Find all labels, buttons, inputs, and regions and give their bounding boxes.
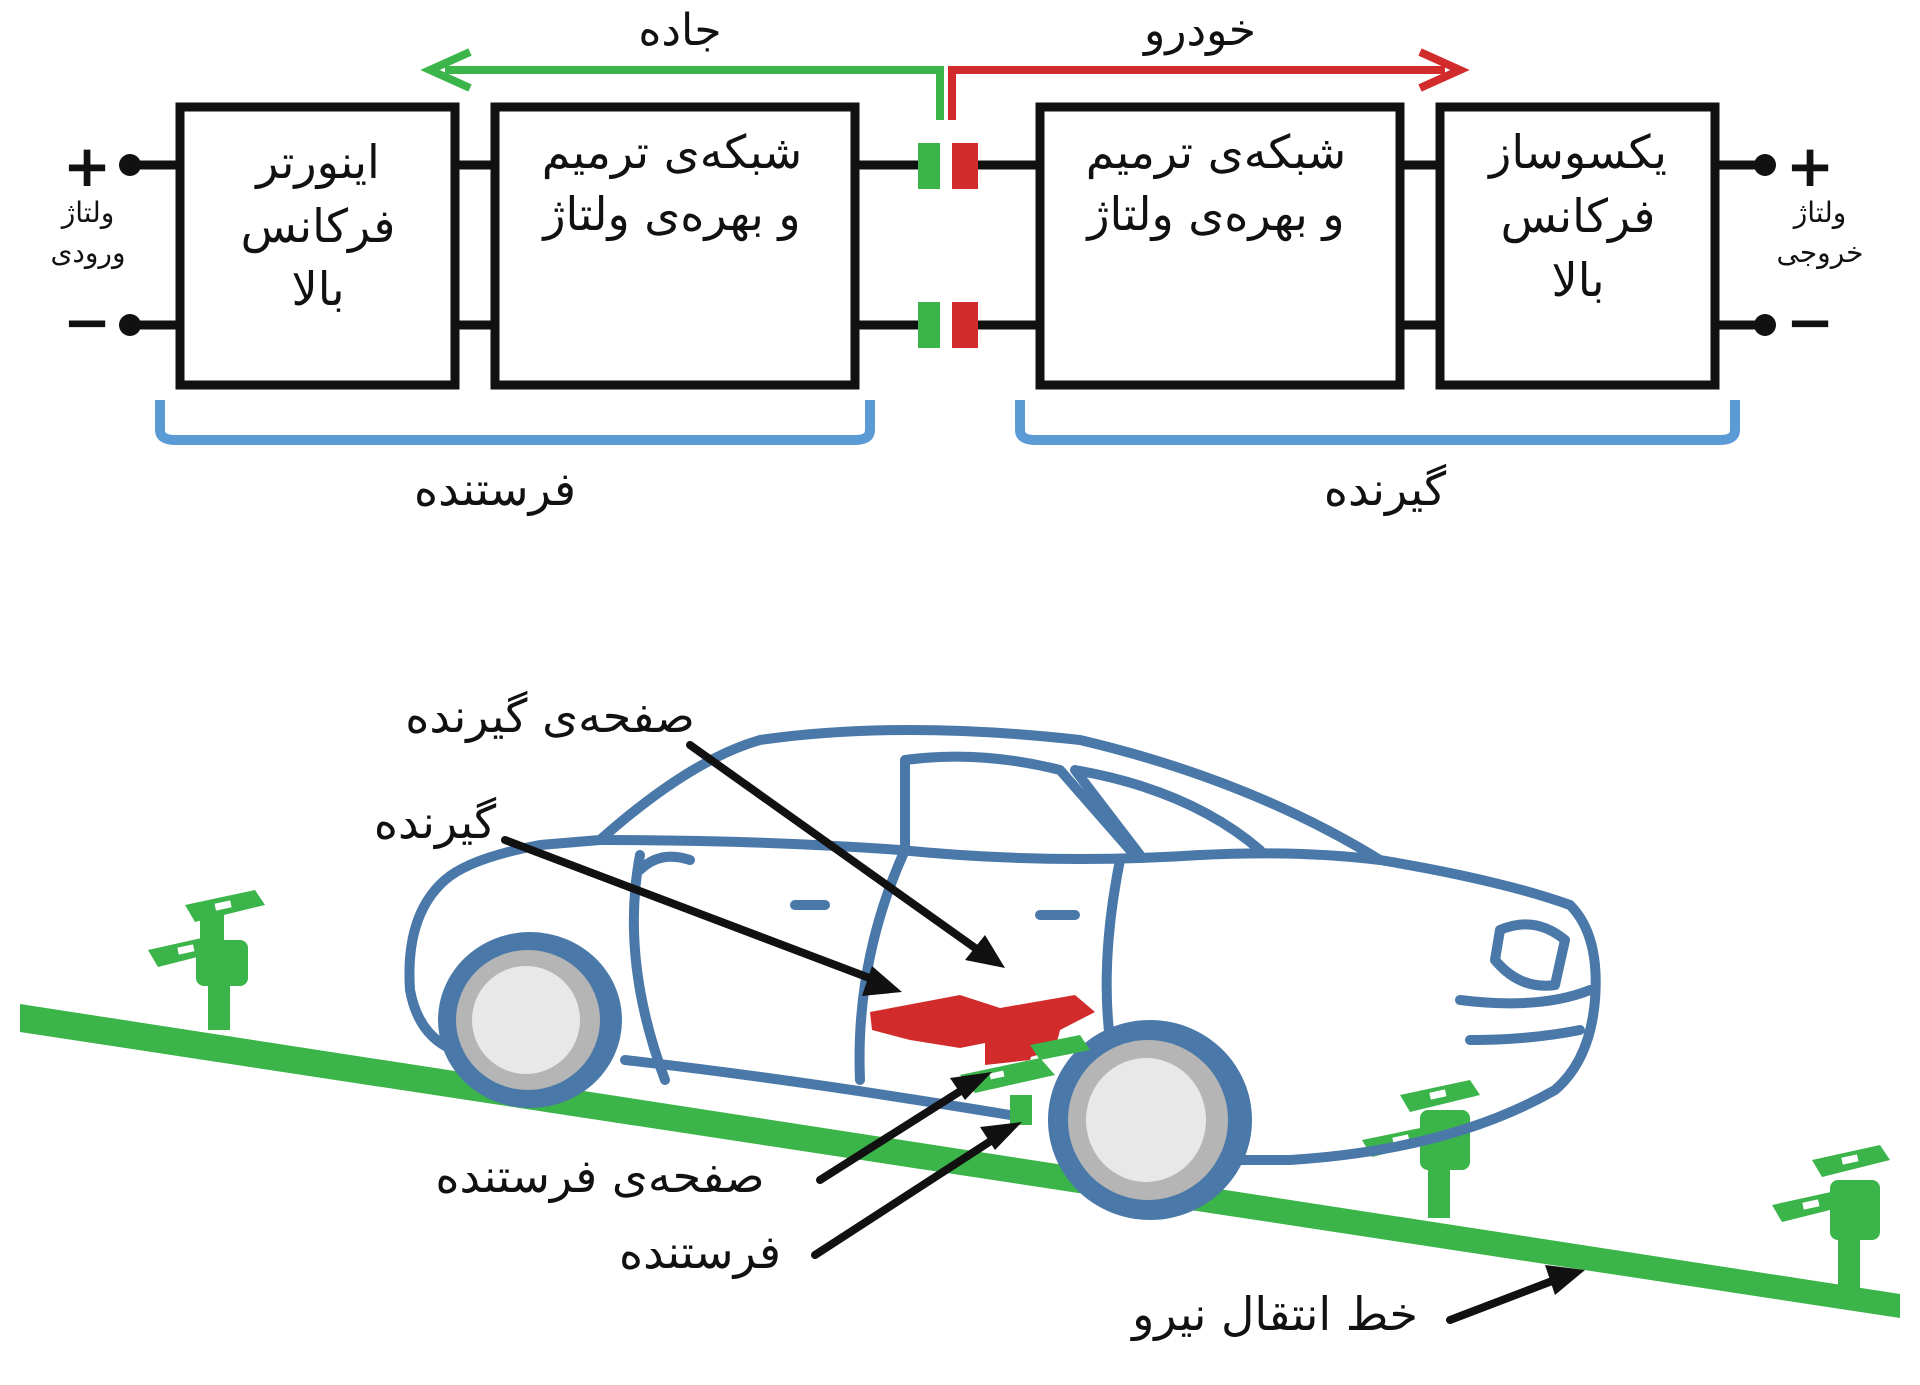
road-post-left	[148, 890, 265, 1030]
car-illustration: صفحه‌ی گیرنده گیرنده صفحه‌ی فرستنده فرست…	[20, 689, 1900, 1342]
vehicle-arrow-label: خودرو	[1142, 5, 1256, 56]
output-terminals	[1754, 154, 1776, 336]
front-wheel	[438, 932, 622, 1108]
receiver-label: گیرنده	[1324, 462, 1446, 517]
rectifier-block: یکسوساز فرکانس بالا	[1435, 102, 1720, 390]
rectifier-block-line1: یکسوساز	[1487, 125, 1667, 180]
car-receiver-label: گیرنده	[374, 795, 496, 850]
sender-bracket	[155, 400, 875, 445]
rear-wheel	[1048, 1020, 1252, 1220]
receiver-compensation-line1: شبکه‌ی ترمیم	[1086, 125, 1346, 180]
input-voltage-label-line2: ورودی	[51, 236, 126, 269]
input-plus-sign: +	[63, 132, 112, 200]
annotation-arrows	[501, 741, 1585, 1324]
road-arrow-label: جاده	[638, 5, 721, 56]
output-plus-sign: +	[1786, 132, 1835, 200]
rectifier-block-line2: فرکانس	[1501, 189, 1656, 244]
input-voltage-label-line1: ولتاژ	[60, 196, 115, 229]
sender-compensation-line2: و بهره‌ی ولتاژ	[541, 187, 800, 242]
sender-compensation-block: شبکه‌ی ترمیم و بهره‌ی ولتاژ	[490, 102, 860, 390]
inverter-block-line3: بالا	[291, 262, 344, 316]
receiver-plate-label: صفحه‌ی گیرنده	[405, 689, 695, 744]
transmitter-plate-label: صفحه‌ی فرستنده	[435, 1149, 764, 1204]
rectifier-block-line3: بالا	[1551, 253, 1604, 307]
coupling-pads	[918, 143, 978, 348]
receiver-compensation-block: شبکه‌ی ترمیم و بهره‌ی ولتاژ	[1035, 102, 1405, 390]
input-terminals	[119, 154, 141, 336]
sender-compensation-line1: شبکه‌ی ترمیم	[542, 125, 802, 180]
sender-label: فرستنده	[414, 462, 576, 517]
vehicle-arrow	[948, 48, 1470, 120]
inverter-block: اینورتر فرکانس بالا	[175, 102, 460, 390]
output-voltage-label-line2: خروجی	[1777, 236, 1864, 269]
road-transmitter	[960, 1035, 1090, 1125]
inverter-block-line2: فرکانس	[241, 199, 396, 254]
road-post-right	[1772, 1145, 1890, 1292]
car-body	[404, 725, 1601, 1165]
output-voltage-label-line1: ولتاژ	[1792, 196, 1847, 229]
block-diagram: جاده خودرو	[51, 5, 1864, 517]
input-minus-sign: −	[63, 288, 112, 356]
road-arrow	[420, 48, 944, 120]
power-line-label: خط انتقال نیرو	[1130, 1287, 1418, 1342]
receiver-compensation-line2: و بهره‌ی ولتاژ	[1085, 187, 1344, 242]
inverter-block-line1: اینورتر	[254, 135, 380, 190]
receiver-bracket	[1015, 400, 1740, 445]
car-transmitter-label: فرستنده	[619, 1225, 781, 1280]
output-minus-sign: −	[1786, 288, 1835, 356]
